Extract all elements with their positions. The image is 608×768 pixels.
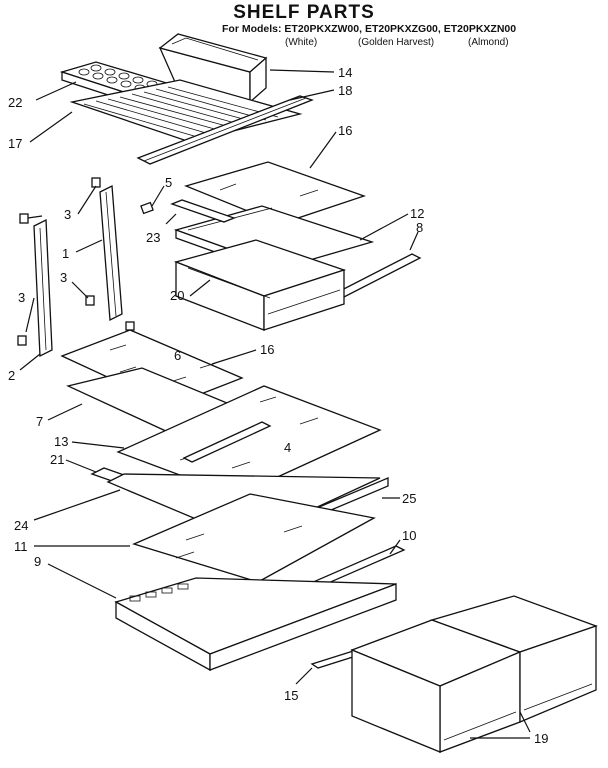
callout-7: 7 xyxy=(36,414,43,429)
page-title: SHELF PARTS xyxy=(233,2,375,23)
part-9-crisper-tray xyxy=(114,577,397,672)
model-number-white: ET20PKXZW00, xyxy=(284,23,363,35)
part-14-bin xyxy=(158,33,268,104)
part-23-rail xyxy=(170,199,236,223)
callout-1: 1 xyxy=(62,246,69,261)
model-number-golden: ET20PKXZG00, xyxy=(364,23,441,35)
callout-8: 8 xyxy=(416,220,423,235)
callout-24: 24 xyxy=(14,518,28,533)
models-prefix: For Models: xyxy=(222,23,282,35)
callout-15: 15 xyxy=(284,688,298,703)
callout-14: 14 xyxy=(338,65,352,80)
part-5-clip xyxy=(140,201,154,215)
callout-6: 6 xyxy=(174,348,181,363)
callout-16-upper: 16 xyxy=(338,123,352,138)
leader-lines xyxy=(19,69,531,739)
callout-11: 11 xyxy=(14,539,28,554)
part-20-drawer xyxy=(173,239,347,331)
callout-2: 2 xyxy=(8,368,15,383)
callout-18: 18 xyxy=(338,83,352,98)
callout-23: 23 xyxy=(146,230,160,245)
callout-3-lower: 3 xyxy=(18,290,25,305)
model-number-almond: ET20PKXZN00 xyxy=(443,23,517,35)
callout-21: 21 xyxy=(50,452,64,467)
part-13-rail xyxy=(182,421,272,463)
callout-16-lower: 16 xyxy=(260,342,274,357)
part-8-rail xyxy=(332,253,422,299)
finish-almond: (Almond) xyxy=(468,37,509,48)
callout-5: 5 xyxy=(165,175,172,190)
part-11-glass xyxy=(132,493,376,583)
finish-golden-harvest: (Golden Harvest) xyxy=(358,37,435,48)
part-1-ladder-rail xyxy=(99,184,123,322)
callout-3-middle: 3 xyxy=(60,270,67,285)
callout-20: 20 xyxy=(170,288,184,303)
finish-white: (White) xyxy=(285,37,318,48)
callout-25: 25 xyxy=(402,491,416,506)
part-2-ladder-rail xyxy=(33,218,53,358)
callout-4: 4 xyxy=(284,440,291,455)
callout-17: 17 xyxy=(8,136,22,151)
callout-10: 10 xyxy=(402,528,416,543)
callout-3-upper: 3 xyxy=(64,207,71,222)
part-19-crisper-pans xyxy=(350,595,598,753)
callout-9: 9 xyxy=(34,554,41,569)
model-list: For Models: ET20PKXZW00, ET20PKXZG00, ET… xyxy=(222,23,516,35)
callout-22: 22 xyxy=(8,95,22,110)
callout-13: 13 xyxy=(54,434,68,449)
callout-12: 12 xyxy=(410,206,424,221)
callout-19: 19 xyxy=(534,731,548,746)
part-18-rail xyxy=(136,95,314,165)
